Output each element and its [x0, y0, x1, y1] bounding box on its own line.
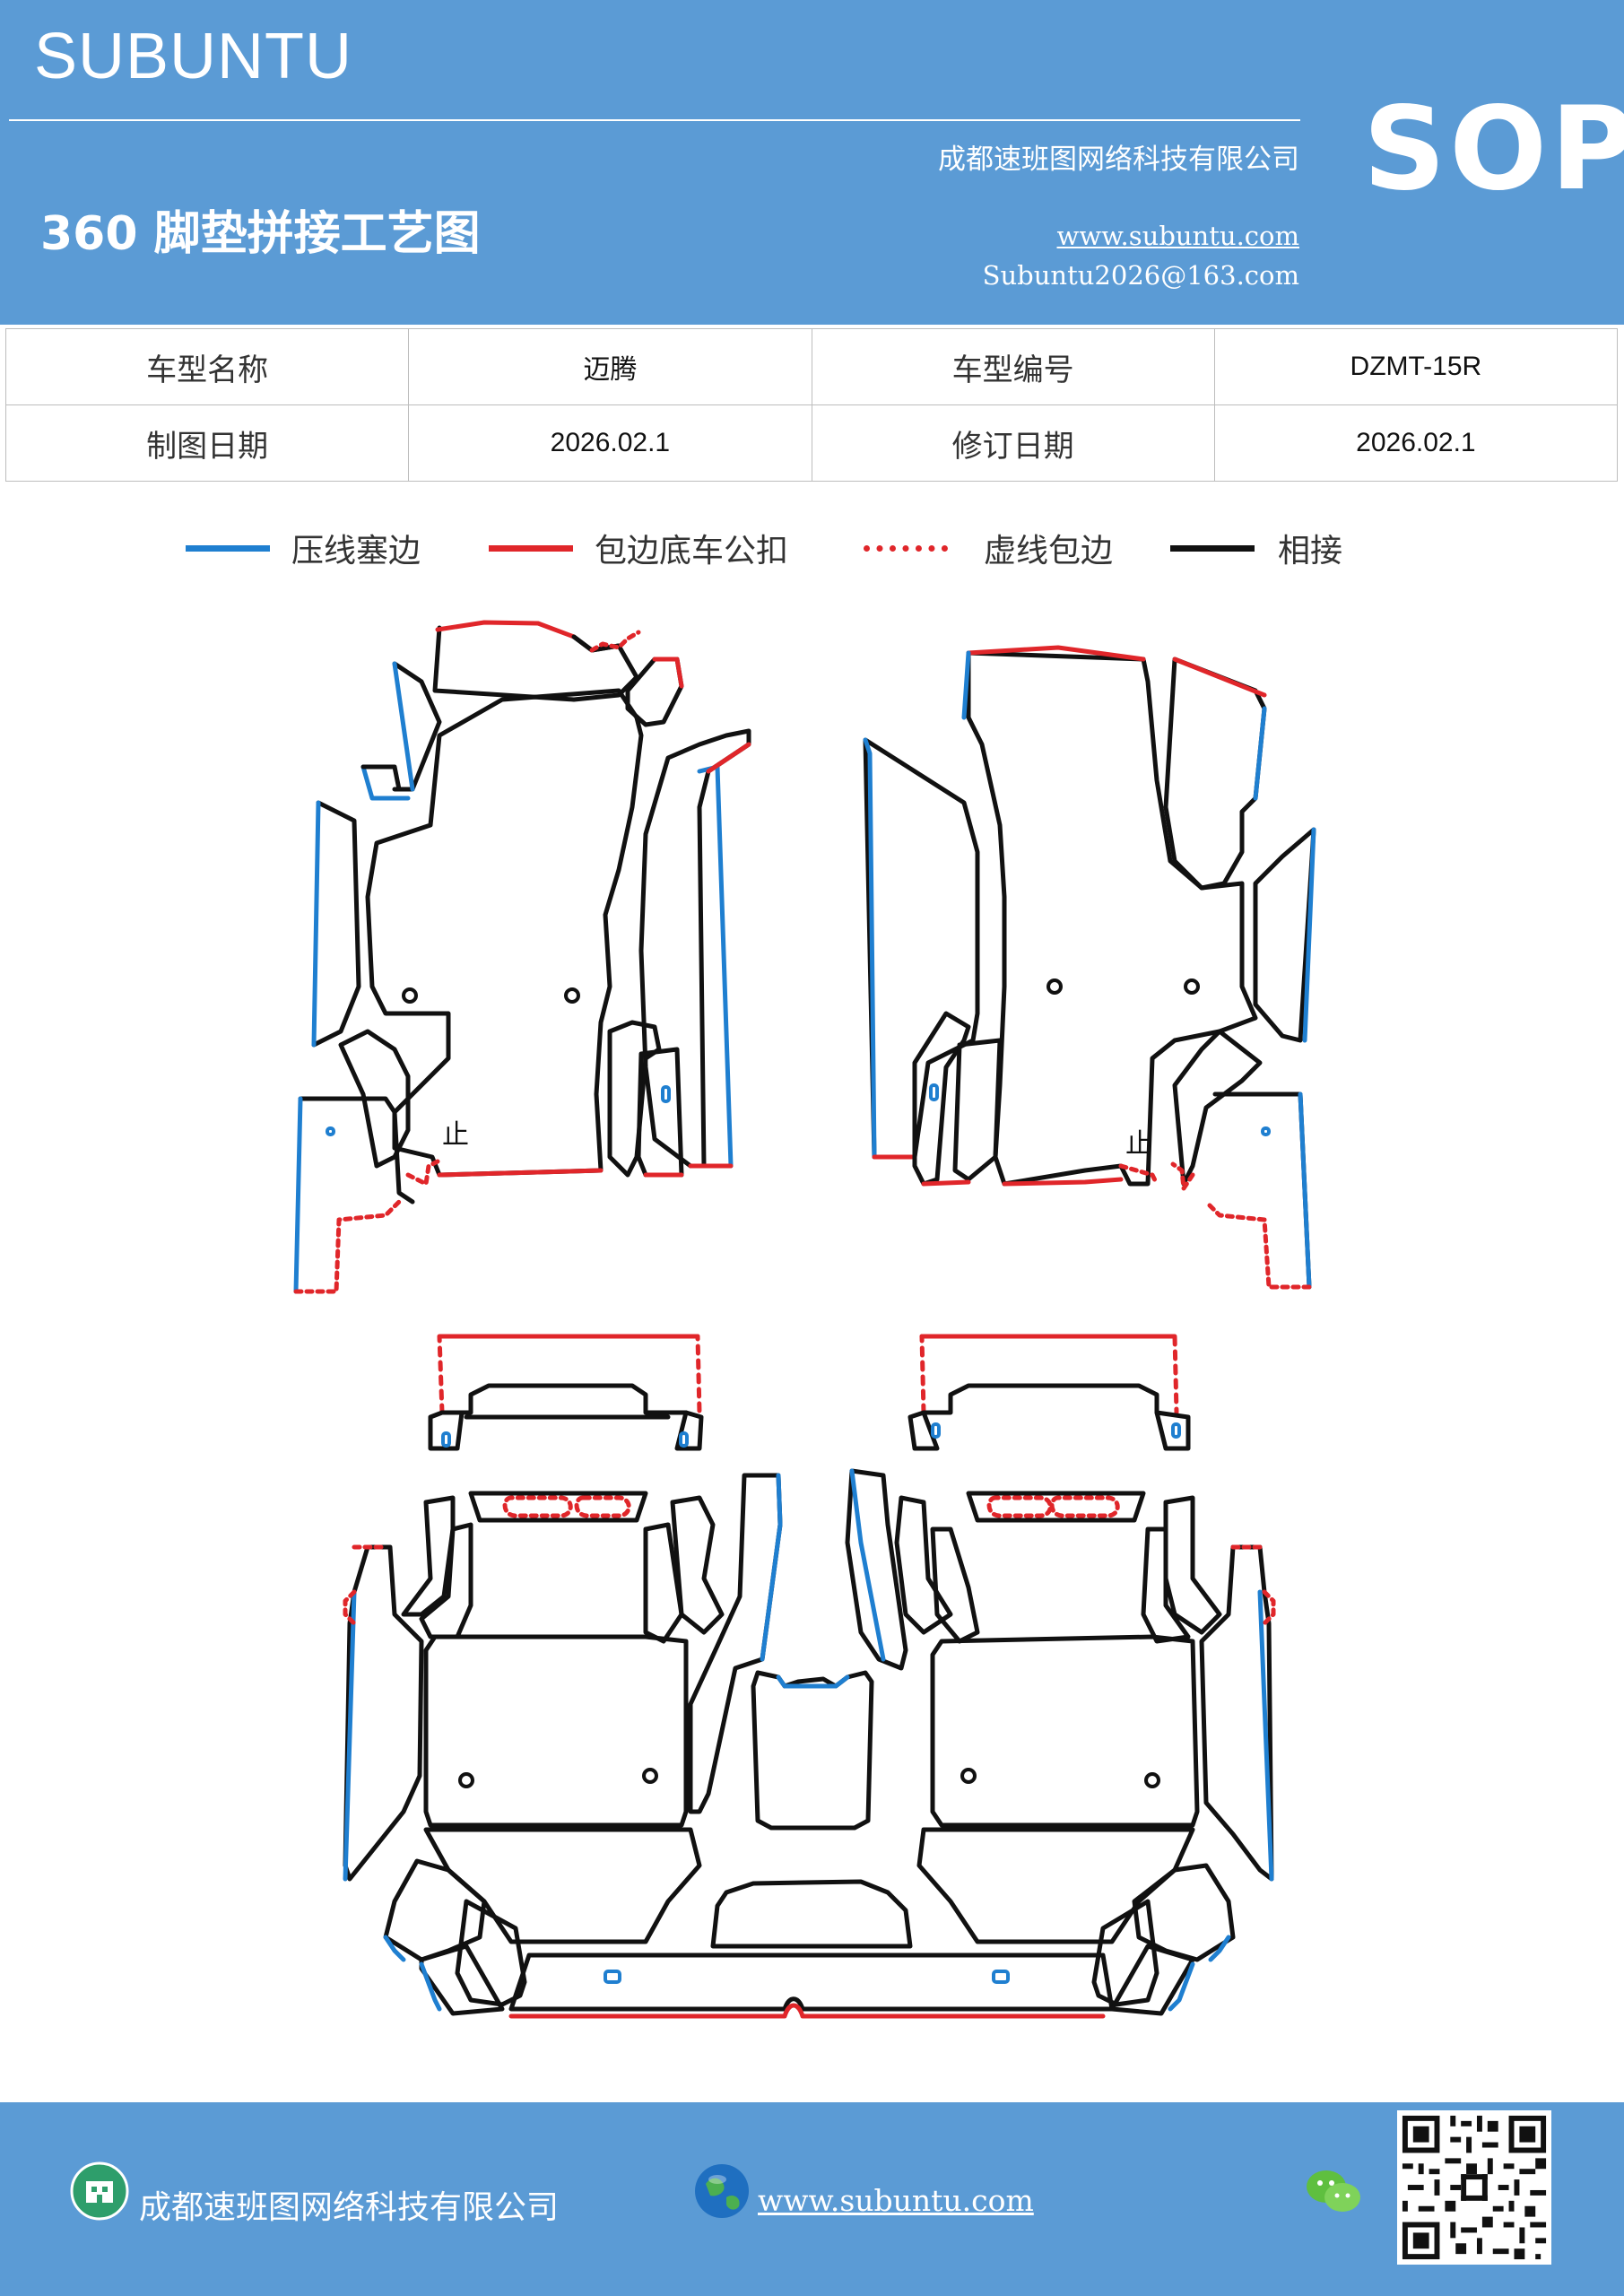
page-footer: 成都速班图网络科技有限公司 www.subuntu.com [0, 2102, 1624, 2296]
wechat-icon[interactable] [1303, 2165, 1364, 2219]
revision-date-value: 2026.02.1 [1213, 404, 1619, 482]
legend-label: 压线塞边 [291, 533, 421, 570]
footer-website-link[interactable]: www.subuntu.com [758, 2183, 1034, 2218]
revision-date-label: 修订日期 [811, 404, 1215, 482]
stop-mark: 止 [1125, 1128, 1152, 1160]
legend-label: 虚线包边 [984, 533, 1114, 570]
document-title: 360 脚垫拼接工艺图 [40, 207, 481, 261]
model-code-label: 车型编号 [811, 328, 1215, 405]
model-code-value: DZMT-15R [1213, 328, 1619, 405]
legend-label: 相接 [1278, 533, 1343, 570]
front-left-mat-group: 止 [293, 620, 751, 1294]
page-header: SUBUNTU SOP 成都速班图网络科技有限公司 360 脚垫拼接工艺图 ww… [0, 0, 1624, 325]
globe-icon [695, 2164, 749, 2218]
legend-label: 包边底车公扣 [595, 533, 789, 570]
table-row: 制图日期 2026.02.1 修订日期 2026.02.1 [4, 404, 1619, 482]
stop-mark: 止 [442, 1119, 469, 1151]
vehicle-info-table: 车型名称 迈腾 车型编号 DZMT-15R 制图日期 2026.02.1 修订日… [4, 328, 1619, 482]
company-name: 成都速班图网络科技有限公司 [938, 144, 1299, 176]
header-divider [9, 119, 1300, 121]
legend-swatch [864, 544, 948, 552]
building-icon [70, 2161, 129, 2221]
footer-company-name: 成都速班图网络科技有限公司 [139, 2189, 560, 2226]
legend-item-red: 包边底车公扣 [489, 525, 788, 571]
qr-code-icon[interactable] [1397, 2110, 1551, 2265]
center-tunnel-group [508, 1468, 1115, 2019]
table-row: 车型名称 迈腾 车型编号 DZMT-15R [4, 328, 1619, 405]
legend-swatch [489, 544, 573, 552]
legend-swatch [186, 544, 270, 552]
front-right-mat-group: 止 [863, 645, 1316, 1290]
email-address: Subuntu2026@163.com [982, 260, 1299, 291]
legend-item-red-dotted: 虚线包边 [864, 525, 1113, 571]
legend-item-blue: 压线塞边 [186, 525, 421, 571]
website-link[interactable]: www.subuntu.com [1056, 221, 1299, 251]
sop-badge: SOP [1363, 83, 1624, 216]
brand-name: SUBUNTU [34, 21, 353, 92]
rear-left-mat-group [343, 1334, 783, 2016]
model-name-label: 车型名称 [4, 328, 410, 405]
drawing-date-value: 2026.02.1 [408, 404, 812, 482]
legend: 压线塞边 包边底车公扣 虚线包边 相接 [0, 525, 1624, 578]
rear-right-mat-group [894, 1334, 1276, 2016]
legend-swatch [1170, 544, 1255, 552]
model-name-value: 迈腾 [408, 328, 812, 405]
legend-item-black: 相接 [1170, 525, 1342, 571]
drawing-date-label: 制图日期 [4, 404, 410, 482]
